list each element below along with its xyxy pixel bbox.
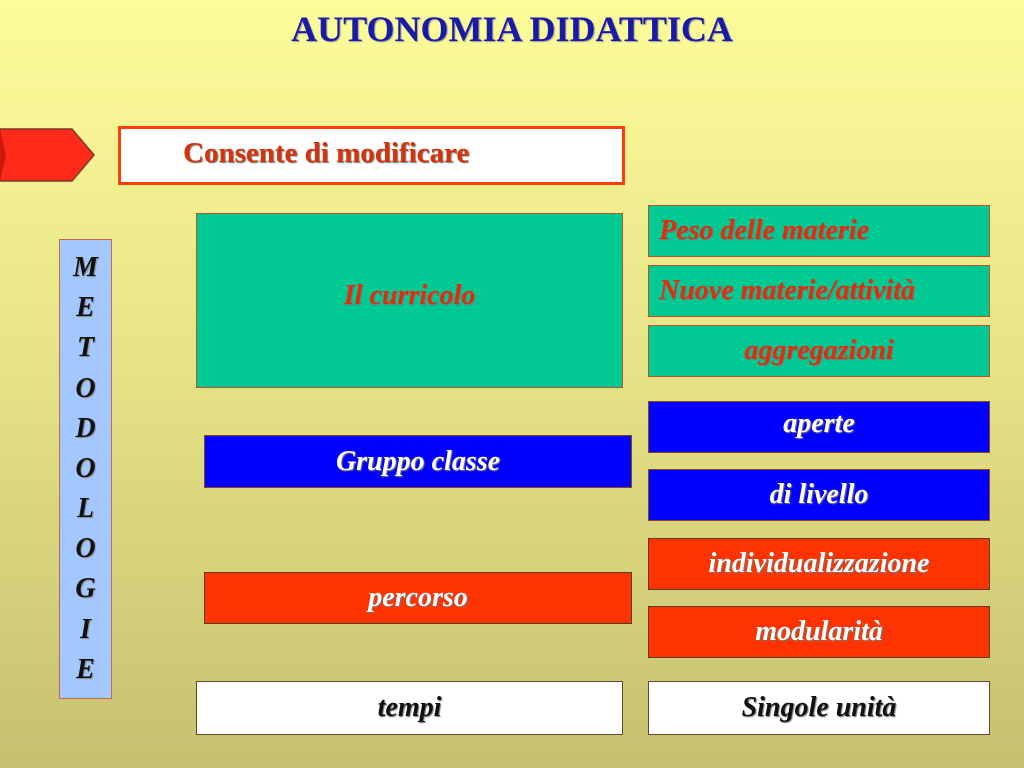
vertical-letter: D — [75, 412, 96, 444]
vertical-letter: L — [76, 493, 95, 525]
vertical-letter: E — [76, 653, 95, 685]
modularita-label: modularità — [755, 616, 883, 647]
aggregazioni-label: aggregazioni — [744, 335, 894, 366]
aperte-label: aperte — [783, 408, 855, 439]
vertical-letter: I — [80, 613, 91, 645]
individualizzazione-label: individualizzazione — [708, 548, 930, 579]
di-livello-label: di livello — [769, 479, 869, 510]
modularita-box: modularità — [648, 606, 990, 658]
individualizzazione-box: individualizzazione — [648, 538, 990, 590]
percorso-label: percorso — [368, 582, 468, 613]
gruppo-classe-box: Gruppo classe — [204, 435, 632, 488]
percorso-box: percorso — [204, 572, 632, 624]
tempi-box: tempi — [196, 681, 623, 735]
curricolo-label: Il curricolo — [343, 279, 476, 311]
tempi-label: tempi — [377, 692, 442, 723]
di-livello-box: di livello — [648, 469, 990, 521]
singole-unita-label: Singole unità — [741, 692, 897, 723]
gruppo-classe-label: Gruppo classe — [335, 445, 501, 477]
peso-materie-box: Peso delle materie — [648, 205, 990, 257]
curricolo-box: Il curricolo — [196, 213, 623, 388]
vertical-letter: O — [75, 372, 96, 404]
consente-label: Consente di modificare — [183, 137, 470, 169]
vertical-letter: O — [75, 533, 96, 565]
aggregazioni-box: aggregazioni — [648, 325, 990, 377]
slide-title: AUTONOMIA DIDATTICA — [291, 9, 733, 49]
vertical-letter: T — [76, 332, 95, 364]
vertical-letter: E — [76, 292, 95, 324]
vertical-letter: M — [73, 252, 98, 284]
aperte-box: aperte — [648, 401, 990, 453]
nuove-materie-label: Nuove materie/attività — [659, 275, 915, 306]
consente-box: Consente di modificare — [118, 126, 625, 185]
vertical-letter: G — [75, 573, 96, 605]
nuove-materie-box: Nuove materie/attività — [648, 265, 990, 317]
singole-unita-box: Singole unità — [648, 681, 990, 735]
peso-materie-label: Peso delle materie — [659, 215, 869, 246]
vertical-letter: O — [75, 452, 96, 484]
arrow-right-icon — [0, 128, 95, 182]
